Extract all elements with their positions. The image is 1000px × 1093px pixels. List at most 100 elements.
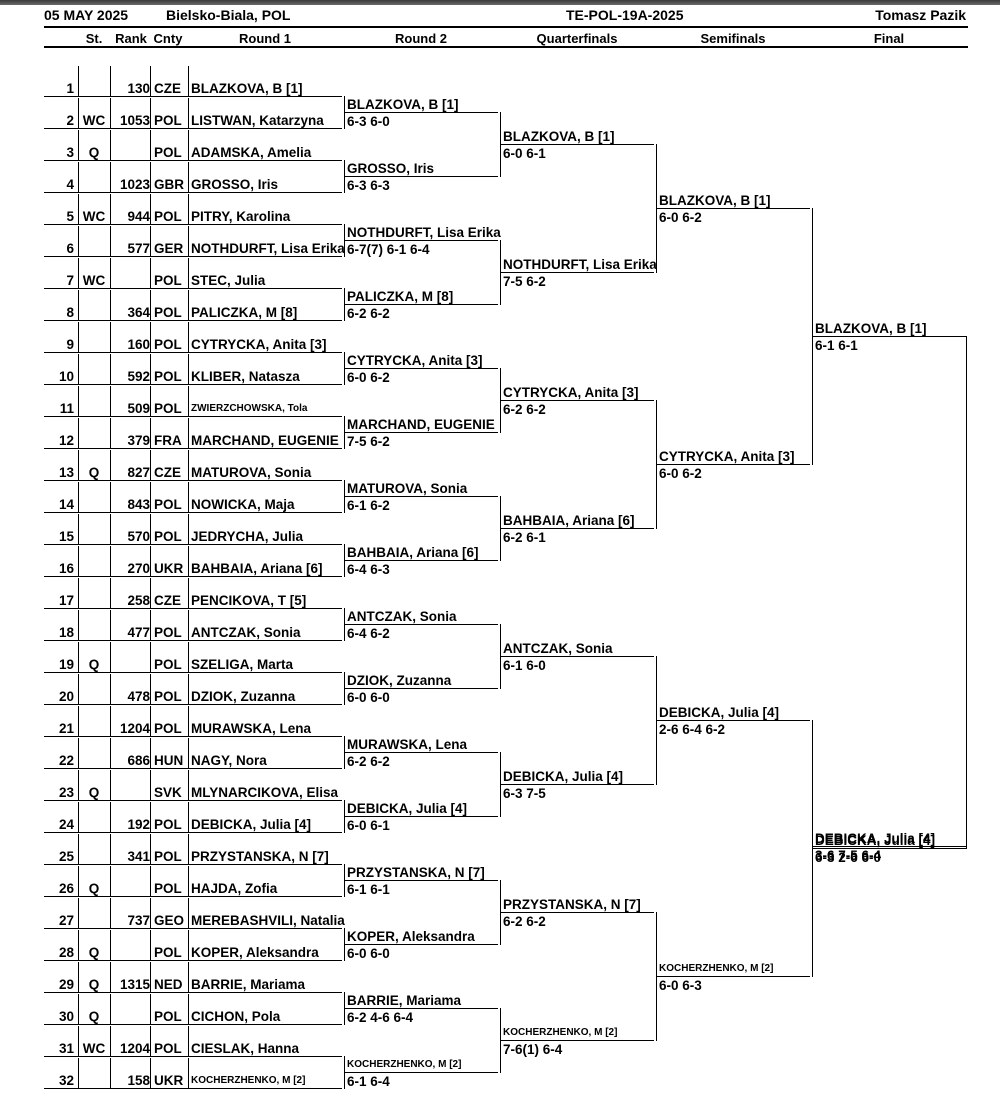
draw-line xyxy=(44,1056,342,1057)
col-separator xyxy=(150,194,151,225)
qf-line xyxy=(500,272,654,273)
col-separator xyxy=(188,674,189,705)
qf-winner-name: NOTHDURFT, Lisa Erika xyxy=(503,257,657,272)
col-header-cnty: Cnty xyxy=(153,31,183,46)
draw-position: 24 xyxy=(58,817,74,832)
player-rank: 1204 xyxy=(119,721,150,736)
col-separator xyxy=(110,578,111,609)
col-separator xyxy=(110,162,111,193)
draw-line xyxy=(44,640,342,641)
col-separator xyxy=(78,578,79,609)
col-separator xyxy=(78,1058,79,1089)
col-separator xyxy=(78,450,79,481)
col-separator xyxy=(110,418,111,449)
draw-position: 22 xyxy=(58,753,74,768)
round2-line xyxy=(344,240,498,241)
draw-line xyxy=(44,224,342,225)
col-separator xyxy=(110,770,111,801)
sf-line xyxy=(656,208,810,209)
col-separator xyxy=(110,674,111,705)
col-separator xyxy=(78,610,79,641)
player-rank: 509 xyxy=(127,401,150,416)
col-separator xyxy=(110,354,111,385)
entry-status: WC xyxy=(82,113,106,128)
qf-line xyxy=(500,912,654,913)
player-name: NAGY, Nora xyxy=(191,753,267,768)
header-date: 05 MAY 2025 xyxy=(44,7,129,23)
round2-score: 6-3 6-3 xyxy=(347,178,390,193)
col-separator xyxy=(78,674,79,705)
col-separator xyxy=(110,226,111,257)
col-separator xyxy=(188,898,189,929)
player-country: POL xyxy=(154,337,182,352)
player-country: GER xyxy=(154,241,184,256)
draw-position: 9 xyxy=(66,337,74,352)
draw-line xyxy=(44,160,342,161)
player-country: GBR xyxy=(154,177,184,192)
col-separator xyxy=(150,322,151,353)
col-separator xyxy=(78,162,79,193)
round2-winner-name: MARCHAND, EUGENIE xyxy=(347,417,495,432)
player-country: POL xyxy=(154,945,182,960)
qf-line xyxy=(500,784,654,785)
draw-line xyxy=(44,320,342,321)
round2-score: 6-2 6-2 xyxy=(347,754,390,769)
player-country: GEO xyxy=(154,913,185,928)
col-separator xyxy=(150,898,151,929)
draw-position: 2 xyxy=(66,113,74,128)
col-separator xyxy=(110,1058,111,1089)
entry-status: WC xyxy=(82,1041,106,1056)
player-name: MATUROVA, Sonia xyxy=(191,465,312,480)
round2-winner-name: PALICZKA, M [8] xyxy=(347,289,454,304)
col-separator xyxy=(78,290,79,321)
entry-status: Q xyxy=(88,945,100,960)
col-separator xyxy=(188,258,189,289)
qf-winner-name: BLAZKOVA, B [1] xyxy=(503,129,615,144)
col-separator xyxy=(78,322,79,353)
player-rank: 1023 xyxy=(119,177,150,192)
round2-line xyxy=(344,624,498,625)
entry-status: Q xyxy=(88,977,100,992)
player-country: POL xyxy=(154,305,182,320)
col-separator xyxy=(188,642,189,673)
draw-line xyxy=(44,96,342,97)
entry-status: WC xyxy=(82,273,106,288)
col-separator xyxy=(150,578,151,609)
player-country: POL xyxy=(154,145,182,160)
col-separator xyxy=(150,866,151,897)
sf-score: 6-0 6-3 xyxy=(659,978,702,993)
col-separator xyxy=(188,194,189,225)
sf-score: 6-0 6-2 xyxy=(659,210,702,225)
player-rank: 570 xyxy=(127,529,150,544)
player-country: POL xyxy=(154,1041,182,1056)
qf-winner-name: ANTCZAK, Sonia xyxy=(503,641,613,656)
draw-position: 15 xyxy=(58,529,74,544)
draw-line xyxy=(44,352,342,353)
round2-winner-name: NOTHDURFT, Lisa Erika xyxy=(347,225,501,240)
draw-position: 10 xyxy=(58,369,74,384)
col-separator xyxy=(110,450,111,481)
player-country: UKR xyxy=(154,561,184,576)
col-separator xyxy=(78,898,79,929)
draw-position: 32 xyxy=(58,1073,74,1088)
col-separator xyxy=(150,1058,151,1089)
draw-position: 18 xyxy=(58,625,74,640)
round2-score: 6-0 6-1 xyxy=(347,818,390,833)
player-country: FRA xyxy=(154,433,182,448)
draw-line xyxy=(44,736,342,737)
draw-position: 7 xyxy=(66,273,74,288)
round2-score: 6-7(7) 6-1 6-4 xyxy=(347,242,430,257)
player-name: MARCHAND, EUGENIE xyxy=(191,433,339,448)
qf-score: 6-1 6-0 xyxy=(503,658,546,673)
header-referee: Tomasz Pazik xyxy=(875,7,966,23)
player-rank: 686 xyxy=(127,753,150,768)
player-rank: 843 xyxy=(127,497,150,512)
round2-score: 6-4 6-2 xyxy=(347,626,390,641)
draw-line xyxy=(44,704,342,705)
columns-rule xyxy=(44,46,968,48)
window-top-edge xyxy=(0,0,1000,5)
col-separator xyxy=(110,386,111,417)
draw-line xyxy=(44,128,342,129)
round2-score: 6-0 6-2 xyxy=(347,370,390,385)
entry-status: Q xyxy=(88,145,100,160)
